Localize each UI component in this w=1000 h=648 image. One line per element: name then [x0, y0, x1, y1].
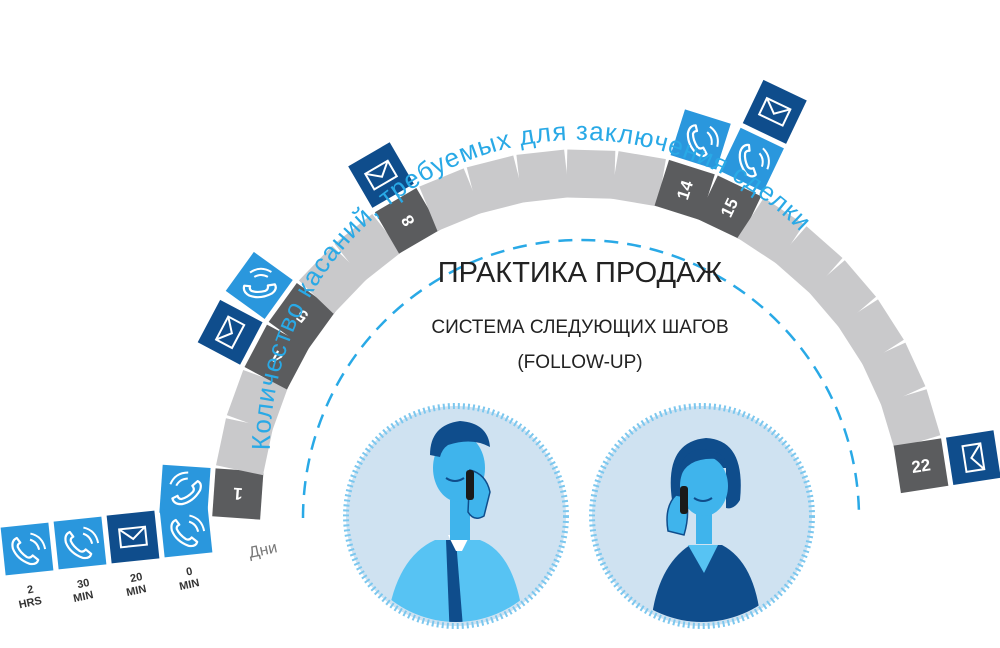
dashed-arc	[301, 238, 861, 519]
first-day-touch-box	[0, 522, 54, 576]
day-cell-11	[516, 149, 570, 203]
touch-box-day-5	[225, 251, 293, 319]
client-on-phone-icon	[589, 403, 815, 629]
day-cell-3	[226, 370, 289, 432]
day-cell-9	[419, 168, 482, 231]
day-cell-15	[697, 175, 762, 240]
day-cell-8	[374, 188, 441, 254]
first-day-touch-box	[159, 504, 213, 558]
day-number: 22	[910, 455, 932, 477]
touch-box-day-8	[348, 142, 414, 208]
day-cell-19	[837, 299, 904, 366]
touch-box-day-4	[197, 299, 263, 365]
day-cell-14	[654, 159, 715, 221]
subtitle-line1: СИСТЕМА СЛЕДУЮЩИХ ШАГОВ	[431, 317, 728, 338]
day-cell-20	[861, 342, 926, 407]
day-cell-21	[880, 389, 941, 449]
day-cell-7	[334, 214, 402, 282]
touch-box-day-1	[159, 464, 211, 516]
days-label: Дни	[247, 539, 279, 562]
day-number: 1	[232, 484, 243, 504]
subtitle-line2: (FOLLOW-UP)	[517, 352, 642, 373]
touch-time-unit: MIN	[178, 577, 200, 593]
touch-time-value: 20	[129, 571, 143, 585]
touch-box-day-15	[719, 127, 784, 192]
touch-box-day-22	[946, 430, 1000, 486]
page-title: ПРАКТИКА ПРОДАЖ	[438, 257, 723, 289]
day-cell-2	[216, 418, 273, 476]
day-cell-12	[566, 149, 616, 199]
touch-time-unit: MIN	[125, 583, 147, 599]
touch-time-unit: HRS	[18, 595, 43, 612]
day-cell-1	[212, 468, 264, 520]
day-cell-4	[244, 324, 310, 390]
touch-time-value: 30	[76, 577, 90, 591]
day-cell-22	[893, 438, 949, 494]
day-cell-18	[808, 260, 877, 328]
salesman-on-phone-icon	[343, 403, 569, 629]
day-cell-13	[610, 151, 666, 207]
touch-time-unit: MIN	[72, 589, 94, 605]
first-day-touch-box	[53, 516, 107, 570]
touch-time-value: 2	[26, 584, 34, 597]
first-day-touch-box	[106, 510, 160, 564]
touch-box-day-14	[670, 109, 731, 170]
day-cell-16	[737, 197, 804, 265]
day-cell-10	[466, 155, 526, 214]
day-number: 14	[673, 178, 697, 202]
touch-time-value: 0	[185, 566, 193, 579]
touch-box-day-15-extra	[742, 79, 807, 144]
